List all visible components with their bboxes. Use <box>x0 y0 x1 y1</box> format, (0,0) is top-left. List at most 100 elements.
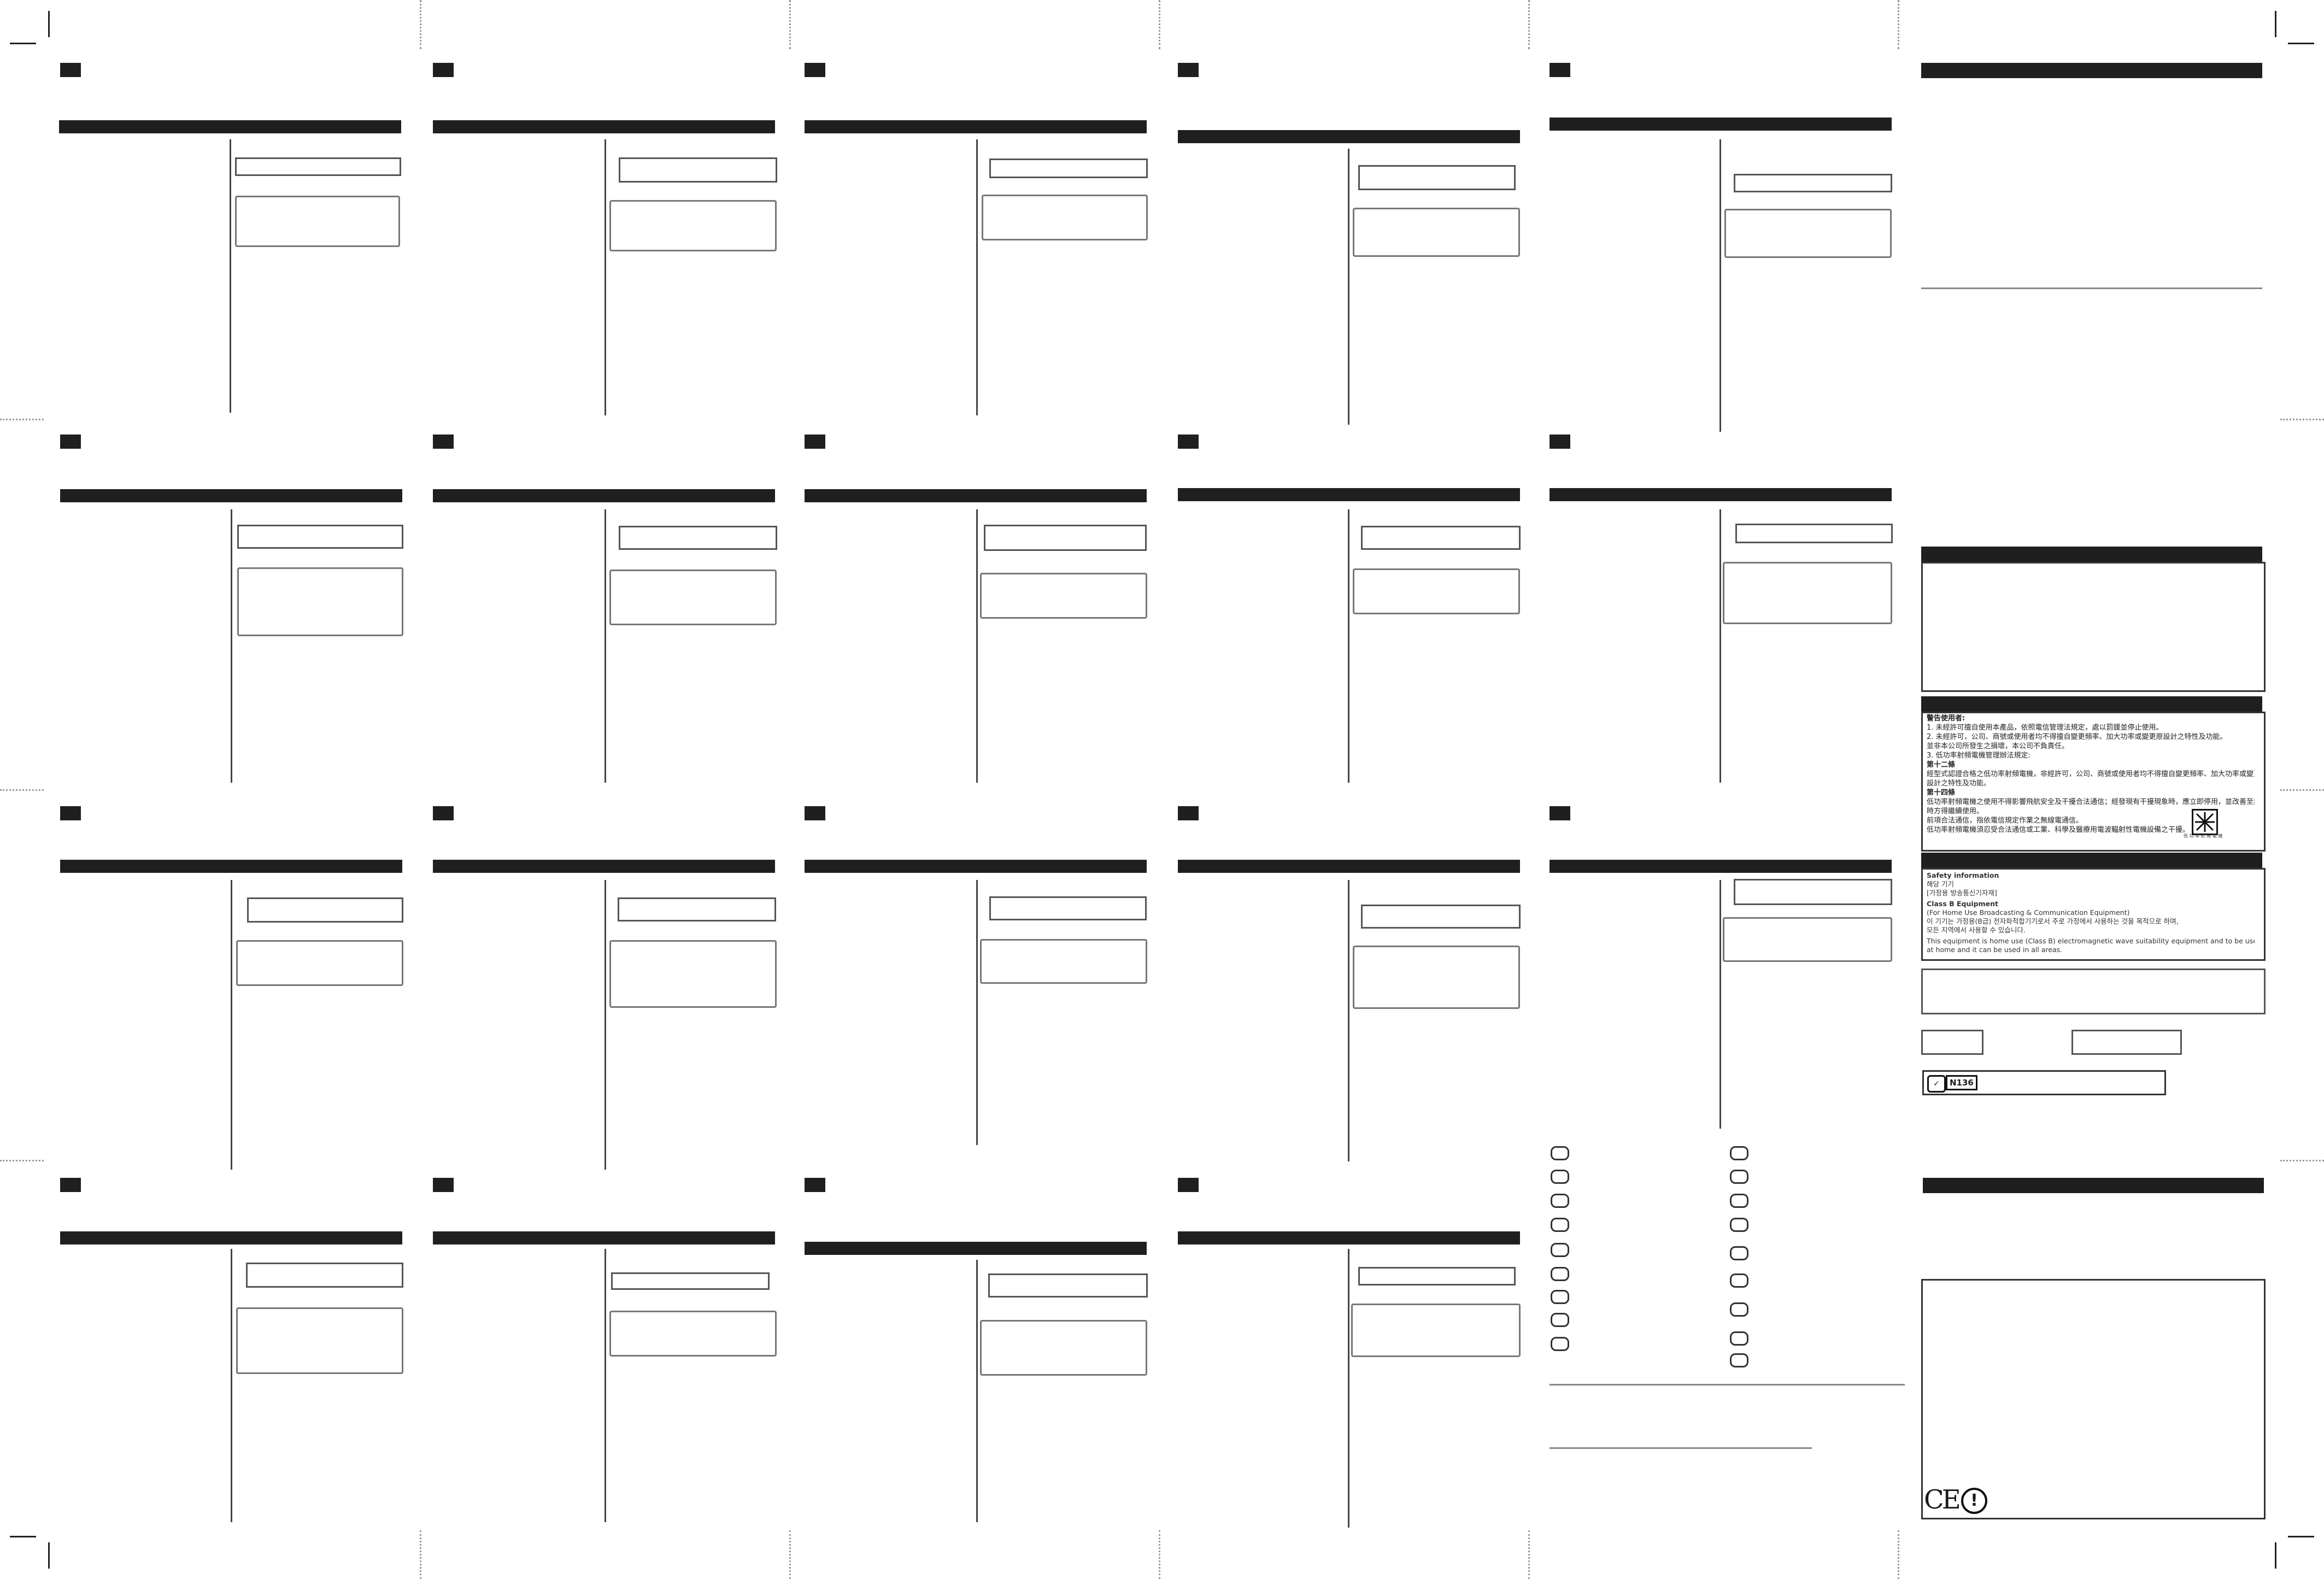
kr-line: 해당 기기 <box>1927 880 1954 888</box>
rcm-compliance-box: ✓ N136 <box>1922 1070 2166 1095</box>
language-tab <box>1550 63 1570 77</box>
column-divider <box>1719 139 1721 432</box>
info-box <box>982 195 1148 240</box>
checkbox[interactable] <box>1730 1302 1748 1317</box>
checkbox[interactable] <box>1730 1273 1748 1288</box>
checkbox[interactable] <box>1551 1267 1569 1281</box>
info-box <box>1724 209 1892 258</box>
tw-line: 第十二條 <box>1927 761 1956 769</box>
column-divider <box>1719 880 1721 1129</box>
checkbox[interactable] <box>1730 1146 1748 1160</box>
info-box <box>1351 1304 1521 1357</box>
korea-safety-header <box>1921 853 2262 868</box>
model-field <box>989 159 1148 178</box>
tw-line: 低功率射頻電機須忍受合法通信或工業、科學及醫療用電波輻射性電機設備之干擾。 <box>1927 826 2190 834</box>
section-header-bar <box>1178 860 1520 873</box>
section-header-bar <box>1178 130 1520 143</box>
checkbox[interactable] <box>1730 1194 1748 1208</box>
checkbox[interactable] <box>1551 1337 1569 1351</box>
info-box <box>236 940 403 986</box>
language-tab <box>433 435 454 449</box>
checkbox[interactable] <box>1551 1243 1569 1257</box>
column-divider <box>231 880 232 1170</box>
model-field <box>611 1272 770 1290</box>
class-sub: (For Home Use Broadcasting & Communicati… <box>1927 908 2130 917</box>
section-header-bar <box>1178 488 1520 501</box>
column-divider <box>230 139 231 413</box>
en-desc: at home and it can be used in all areas. <box>1927 946 2063 954</box>
divider <box>1550 1447 1812 1449</box>
column-divider <box>605 1249 606 1522</box>
section-header-bar <box>805 120 1147 133</box>
info-box <box>236 1307 403 1374</box>
model-field <box>619 526 777 550</box>
model-field <box>247 897 403 923</box>
model-field <box>1361 905 1521 929</box>
divider <box>1550 1384 1905 1386</box>
checkbox[interactable] <box>1551 1170 1569 1184</box>
korea-safety-text: Safety information 해당 기기 [가정용 방송통신기자재] C… <box>1927 871 2255 954</box>
column-divider <box>231 509 232 783</box>
small-box-left <box>1921 1030 1983 1055</box>
model-field <box>619 157 777 183</box>
kr-desc: 이 기기는 가정용(B급) 전자파적합기기로서 주로 가정에서 사용하는 것을 … <box>1927 917 2179 925</box>
section-header-bar <box>433 1231 775 1245</box>
tw-line: 前項合法通信，指依電信規定作業之無線電通信。 <box>1927 817 2084 825</box>
info-box <box>1723 917 1892 962</box>
checkbox[interactable] <box>1730 1353 1748 1367</box>
rcm-check-icon: ✓ <box>1927 1075 1946 1093</box>
model-field <box>1361 526 1521 550</box>
info-box <box>609 1311 777 1357</box>
language-tab <box>805 1178 825 1192</box>
checkbox[interactable] <box>1730 1218 1748 1232</box>
safety-title: Safety information <box>1927 871 1999 879</box>
tw-line: 警告使用者: <box>1927 714 1965 723</box>
language-tab <box>433 1178 454 1192</box>
column-divider <box>1348 509 1349 783</box>
empty-notice-box <box>1921 968 2266 1014</box>
section-header-bar <box>433 489 775 502</box>
section-header-bar <box>805 1242 1147 1255</box>
tw-line: 3. 低功率射頻電機管理辦法規定: <box>1927 752 2030 760</box>
checkbox[interactable] <box>1730 1246 1748 1260</box>
section-header-bar <box>60 1231 402 1245</box>
language-tab <box>1178 806 1199 820</box>
language-tab <box>805 435 825 449</box>
section-header-bar <box>433 860 775 873</box>
language-tab <box>1550 435 1570 449</box>
column-divider <box>976 139 978 415</box>
language-tab <box>1178 1178 1199 1192</box>
checkbox[interactable] <box>1551 1290 1569 1304</box>
model-field <box>1734 174 1892 192</box>
checkbox[interactable] <box>1551 1218 1569 1232</box>
checkbox[interactable] <box>1551 1146 1569 1160</box>
info-box <box>609 940 777 1008</box>
info-box <box>1353 208 1520 257</box>
tw-line: 第十四條 <box>1927 789 1956 797</box>
ncc-label: 低 功 率 射 頻 電 機 <box>2184 833 2223 838</box>
regulatory-header-2 <box>1921 547 2262 562</box>
tw-line: 低功率射頻電機之使用不得影響飛航安全及干擾合法通信；經發現有干擾現象時，應立即停… <box>1927 798 2255 806</box>
column-divider <box>1348 149 1349 425</box>
en-desc: This equipment is home use (Class B) ele… <box>1927 937 2255 945</box>
model-field <box>1358 1267 1516 1285</box>
class-title: Class B Equipment <box>1927 900 1998 908</box>
small-box-right <box>2071 1030 2182 1055</box>
column-divider <box>1719 509 1721 783</box>
kr-desc: 모든 지역에서 사용할 수 있습니다. <box>1927 926 2026 934</box>
checkbox[interactable] <box>1551 1313 1569 1327</box>
checkbox[interactable] <box>1730 1170 1748 1184</box>
language-tab <box>60 806 81 820</box>
info-box <box>980 573 1147 619</box>
language-tab <box>805 63 825 77</box>
section-header-bar <box>59 120 401 133</box>
model-field <box>988 1273 1148 1298</box>
model-field <box>1735 524 1893 543</box>
tw-line: 並非本公司所發生之損壞，本公司不負責任。 <box>1927 742 2069 750</box>
checkbox[interactable] <box>1551 1194 1569 1208</box>
info-box <box>609 200 777 251</box>
info-box <box>235 196 400 247</box>
checkbox[interactable] <box>1730 1331 1748 1346</box>
language-tab <box>433 806 454 820</box>
column-divider <box>976 509 978 783</box>
